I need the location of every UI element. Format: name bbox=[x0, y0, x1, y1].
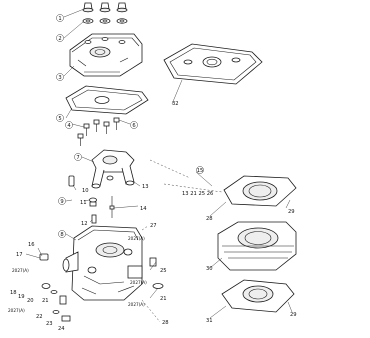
callout-25: 25 bbox=[160, 268, 167, 274]
callout-17: 17 bbox=[16, 252, 23, 258]
code-label: 2027(A) bbox=[12, 268, 29, 273]
svg-text:9: 9 bbox=[60, 199, 63, 205]
code-label: 2027(A) bbox=[130, 280, 147, 285]
callout-4: 4 bbox=[65, 121, 73, 129]
cylinder-head-cover bbox=[69, 33, 143, 77]
callout-28: 28 bbox=[162, 320, 169, 326]
svg-text:1: 1 bbox=[58, 16, 61, 22]
svg-text:6: 6 bbox=[132, 123, 135, 129]
callout-10: 10 bbox=[82, 188, 89, 194]
callout-1: 1 bbox=[56, 14, 64, 22]
callouts: 1 2 3 5 4 6 7 10 11 9 12 8 13 14 27 16 1… bbox=[8, 14, 297, 332]
washer bbox=[116, 18, 128, 24]
cap-nut-group bbox=[82, 2, 128, 24]
gasket-kit-box bbox=[163, 43, 263, 85]
callout-6: 6 bbox=[130, 121, 138, 129]
cylinder-body bbox=[217, 221, 297, 271]
callout-21: 21 bbox=[42, 298, 49, 304]
callout-11: 11 bbox=[80, 200, 87, 206]
callout-31: 31 bbox=[206, 318, 213, 324]
callout-22: 22 bbox=[36, 314, 43, 320]
leader-lines bbox=[25, 8, 293, 323]
callout-group-label: 13 21 25 26 bbox=[182, 191, 213, 197]
spring-pin bbox=[68, 175, 75, 187]
stud-bolt bbox=[109, 196, 115, 218]
callout-27: 27 bbox=[150, 223, 157, 229]
rocker-arm-assembly bbox=[91, 149, 135, 189]
svg-text:5: 5 bbox=[58, 116, 61, 122]
callout-9: 9 bbox=[58, 197, 66, 205]
callout-2: 2 bbox=[56, 34, 64, 42]
nipple bbox=[59, 295, 67, 305]
svg-text:7: 7 bbox=[76, 155, 79, 161]
callout-12: 12 bbox=[81, 221, 88, 227]
callout-21-right: 21 bbox=[160, 296, 167, 302]
cap-nut bbox=[116, 2, 128, 13]
callout-28b: 28 bbox=[206, 216, 213, 222]
washer bbox=[99, 18, 111, 24]
callout-14: 14 bbox=[140, 206, 147, 212]
bolt bbox=[77, 133, 84, 146]
svg-text:3: 3 bbox=[58, 75, 61, 81]
valve-cotter bbox=[91, 214, 97, 224]
code-label: 2027(A) bbox=[8, 308, 25, 313]
valve-retainer bbox=[89, 197, 97, 207]
callout-19: 19 bbox=[18, 294, 25, 300]
cylinder-base-gasket-bottom bbox=[221, 279, 295, 313]
bolt bbox=[113, 117, 120, 130]
callout-23: 23 bbox=[46, 321, 53, 327]
plug bbox=[41, 283, 51, 289]
washer bbox=[82, 18, 94, 24]
svg-text:2: 2 bbox=[58, 36, 61, 42]
bolt bbox=[103, 121, 110, 134]
callout-20: 20 bbox=[27, 298, 34, 304]
callout-3: 3 bbox=[56, 73, 64, 81]
callout-30: 30 bbox=[206, 266, 213, 272]
callout-29: 29 bbox=[288, 209, 295, 215]
svg-text:4: 4 bbox=[67, 123, 71, 129]
oring bbox=[52, 310, 60, 314]
callout-18: 18 bbox=[10, 290, 17, 296]
bolt-25 bbox=[149, 257, 157, 267]
svg-text:8: 8 bbox=[60, 232, 63, 238]
callout-5: 5 bbox=[56, 114, 64, 122]
svg-text:15: 15 bbox=[197, 168, 204, 174]
cap-nut bbox=[99, 2, 111, 13]
callout-24: 24 bbox=[58, 326, 65, 332]
callout-7: 7 bbox=[74, 153, 82, 161]
callout-13: 13 bbox=[142, 184, 149, 190]
code-label: 2027(A) bbox=[128, 302, 145, 307]
bolt bbox=[93, 119, 100, 132]
cylinder-base-gasket-top bbox=[223, 175, 297, 207]
washer-21 bbox=[152, 283, 164, 289]
head-cover-gasket bbox=[65, 85, 149, 115]
code-label: 2027(A) bbox=[128, 236, 145, 241]
cap-nut bbox=[82, 2, 94, 13]
callout-32: 32 bbox=[172, 101, 179, 107]
callout-29b: 29 bbox=[290, 312, 297, 318]
callout-8: 8 bbox=[58, 230, 66, 238]
hose-fitting bbox=[61, 315, 71, 322]
bolt-group bbox=[77, 117, 120, 146]
cylinder-head bbox=[62, 225, 143, 301]
callout-15: 15 bbox=[196, 166, 204, 174]
callout-16: 16 bbox=[28, 242, 35, 248]
washer-small bbox=[50, 290, 58, 294]
bolt bbox=[83, 123, 90, 136]
